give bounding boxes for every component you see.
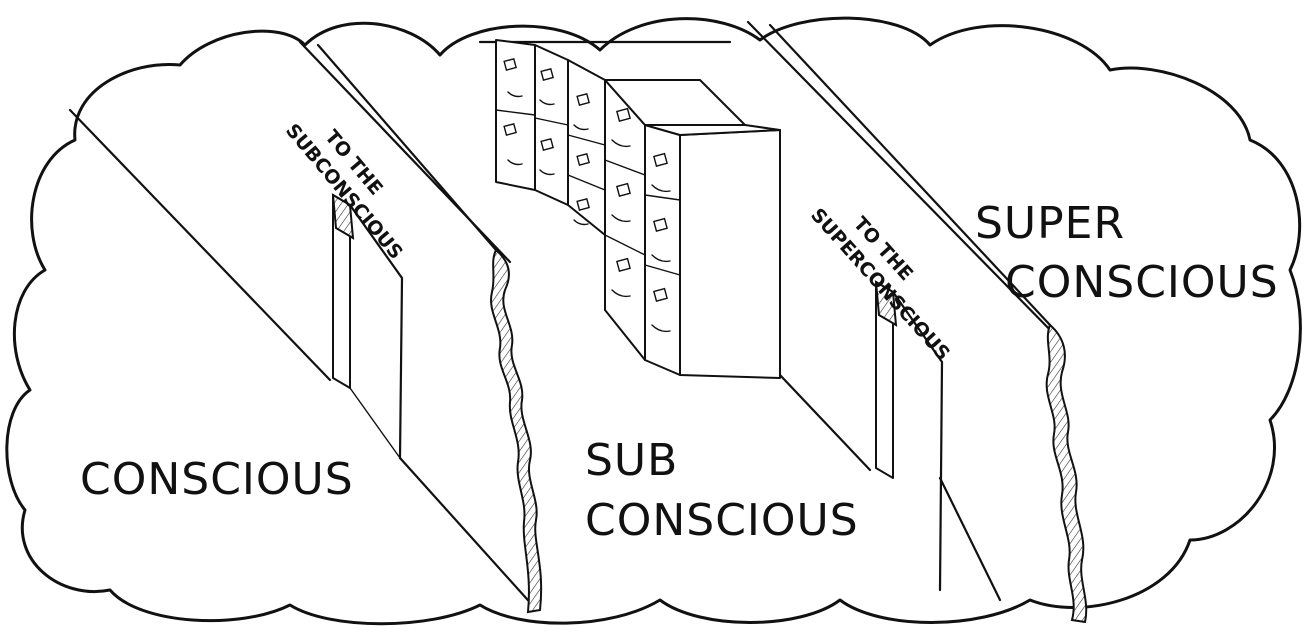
cabinet-1	[496, 40, 535, 190]
superconscious-label-line1: SUPER	[975, 198, 1125, 249]
subconscious-label-line1: SUB	[585, 435, 678, 486]
cabinet-block-side	[680, 130, 780, 378]
superconscious-label-line2: CONSCIOUS	[1005, 257, 1279, 308]
cabinet-5	[645, 125, 680, 375]
subconscious-label-line2: CONSCIOUS	[585, 495, 859, 546]
conscious-label: CONSCIOUS	[80, 454, 354, 505]
cabinet-4	[605, 80, 645, 360]
